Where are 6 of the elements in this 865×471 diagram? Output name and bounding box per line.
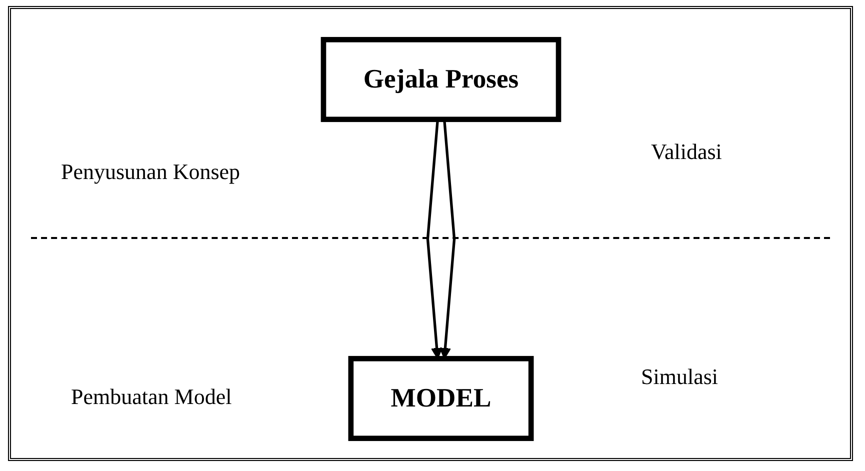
node-box: MODEL <box>348 356 534 442</box>
node-box: Gejala Proses <box>320 36 562 122</box>
stage-label: Validasi <box>651 139 722 165</box>
stage-label: Simulasi <box>641 364 718 390</box>
stage-label: Pembuatan Model <box>71 384 232 410</box>
stage-label: Penyusunan Konsep <box>61 159 240 185</box>
